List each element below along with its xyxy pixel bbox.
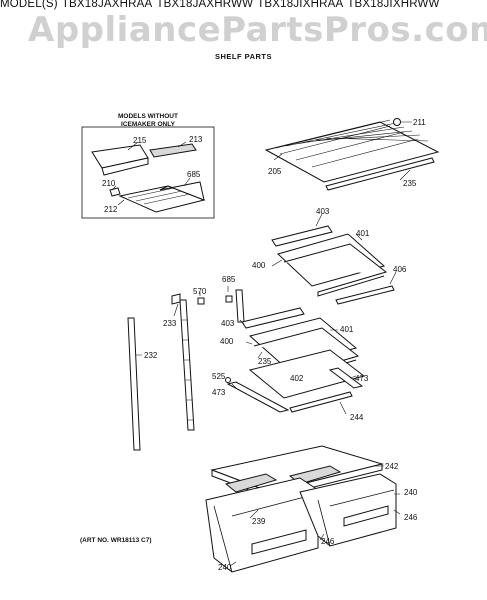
clip-part bbox=[109, 187, 121, 197]
callout-246: 246 bbox=[321, 537, 335, 546]
callout-400b: 400 bbox=[220, 337, 234, 346]
lower-leaders bbox=[231, 319, 357, 415]
callout-244: 244 bbox=[350, 413, 364, 422]
model-number: TBX18JAXHRAA bbox=[61, 0, 153, 10]
callout-211: 211 bbox=[413, 118, 426, 127]
model-number: TBX18JAXHRWW bbox=[156, 0, 254, 10]
shelf-wires bbox=[275, 119, 429, 149]
clip-570 bbox=[197, 297, 205, 305]
inset-note-line-2: ICEMAKER ONLY bbox=[121, 121, 176, 128]
shelf-support-bracket bbox=[235, 289, 245, 323]
screw-525 bbox=[225, 377, 231, 383]
cover-slot bbox=[224, 473, 278, 493]
callout-240b: 240 bbox=[218, 563, 232, 572]
slide-rail-473 bbox=[226, 381, 290, 413]
model-number: TBX18JIXHRWW bbox=[347, 0, 440, 10]
callout-401b: 401 bbox=[340, 325, 354, 334]
callout-473: 473 bbox=[355, 374, 369, 383]
pan-edges bbox=[317, 489, 395, 547]
shelf-ladder-233 bbox=[179, 299, 195, 431]
bracket-part bbox=[171, 293, 181, 305]
shelf-knob-211 bbox=[393, 118, 401, 126]
callout-205: 205 bbox=[268, 167, 282, 176]
callout-400: 400 bbox=[252, 261, 266, 270]
shelf-frame-400 bbox=[283, 243, 388, 297]
callout-235b: 235 bbox=[258, 357, 272, 366]
inset-frame bbox=[81, 126, 215, 219]
callout-213: 213 bbox=[189, 135, 203, 144]
callout-246b: 246 bbox=[404, 513, 418, 522]
callout-685b: 685 bbox=[222, 275, 236, 284]
slide-rail-473b bbox=[328, 367, 364, 389]
callout-242: 242 bbox=[385, 462, 399, 471]
model-prefix: MODEL(S) bbox=[0, 0, 58, 10]
callout-239: 239 bbox=[252, 517, 266, 526]
shelf-rail-403b bbox=[241, 307, 305, 329]
callout-406: 406 bbox=[393, 265, 407, 274]
wire-shelf-leaders bbox=[273, 121, 412, 181]
ice-bin-front bbox=[101, 157, 149, 176]
diagram-subtitle: SHELF PARTS bbox=[214, 52, 273, 61]
wire-shelf-assembly bbox=[264, 118, 440, 191]
shelf-trim-235 bbox=[325, 157, 435, 191]
shelf-rail-403 bbox=[271, 225, 333, 247]
rack-wires bbox=[127, 187, 191, 205]
icemaker-inset: MODELS WITHOUT ICEMAKER ONLY bbox=[81, 113, 215, 219]
crisper-pan-240b bbox=[299, 473, 397, 547]
art-number: (ART NO. WR18113 C7) bbox=[80, 537, 152, 544]
shelf-ladders bbox=[127, 286, 245, 451]
callout-215: 215 bbox=[133, 136, 147, 145]
model-number: TBX18JIXHRAA bbox=[257, 0, 344, 10]
lower-glass-shelf bbox=[225, 307, 366, 415]
callout-473b: 473 bbox=[212, 388, 226, 397]
callout-232: 232 bbox=[144, 351, 158, 360]
wire-shelf bbox=[264, 121, 440, 183]
upper-glass-shelf bbox=[271, 213, 397, 305]
callout-570: 570 bbox=[193, 287, 207, 296]
callout-210: 210 bbox=[102, 179, 116, 188]
callout-240: 240 bbox=[404, 488, 418, 497]
inset-leaders bbox=[111, 141, 191, 206]
ladder-slots bbox=[182, 319, 193, 421]
upper-leaders bbox=[271, 213, 397, 285]
shelf-ladder-232 bbox=[127, 317, 141, 451]
callout-403: 403 bbox=[316, 207, 330, 216]
watermark: AppliancePartsPros.com bbox=[28, 10, 487, 50]
crisper-pan-240 bbox=[205, 477, 319, 573]
shelf-wires-cross bbox=[279, 125, 419, 168]
pan-handle bbox=[343, 505, 389, 527]
clip-685 bbox=[225, 295, 233, 303]
shelf-trim-406 bbox=[335, 285, 395, 305]
shelf-trim-244 bbox=[289, 391, 353, 413]
pan-handle bbox=[251, 529, 307, 555]
callout-403b: 403 bbox=[221, 319, 235, 328]
callout-402: 402 bbox=[290, 374, 304, 383]
callout-235: 235 bbox=[403, 179, 417, 188]
ladder-leaders bbox=[136, 286, 229, 356]
slide-frame-402 bbox=[248, 349, 366, 399]
inset-note-line-1: MODELS WITHOUT bbox=[118, 113, 178, 120]
crisper-leaders bbox=[229, 465, 401, 567]
callout-233: 233 bbox=[163, 319, 177, 328]
crisper-assembly bbox=[205, 445, 401, 573]
callout-212: 212 bbox=[104, 205, 118, 214]
callout-401: 401 bbox=[356, 229, 370, 238]
callout-685: 685 bbox=[187, 170, 201, 179]
callout-525: 525 bbox=[212, 372, 226, 381]
ice-tray-part bbox=[149, 143, 197, 158]
